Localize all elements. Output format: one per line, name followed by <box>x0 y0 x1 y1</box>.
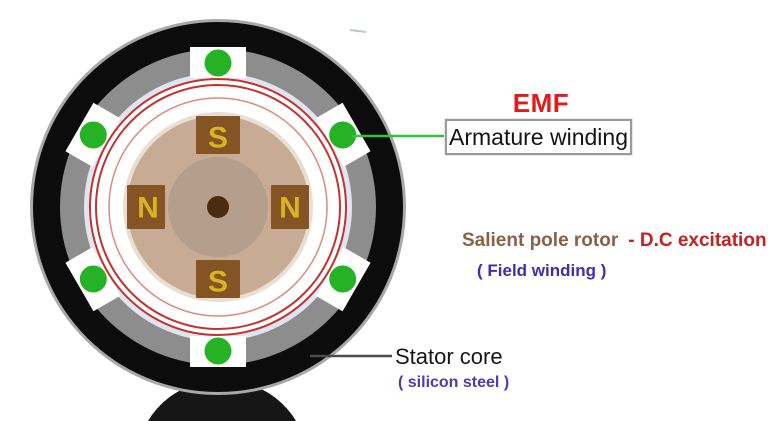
rotor-pole-bottom <box>196 260 240 298</box>
salient-pole-rotor-label: Salient pole rotor <box>462 230 619 251</box>
emf-label: EMF <box>512 88 570 118</box>
armature-winding-circle-inner <box>108 97 328 317</box>
armature-winding-circle-outer <box>89 78 347 336</box>
stray-mark <box>349 29 367 33</box>
pole-label-top: S <box>208 122 228 155</box>
rotor-pole-top <box>196 116 240 154</box>
dc-excitation-label: - D.C excitation <box>628 230 767 251</box>
armature-conductor <box>329 265 357 293</box>
rotor-shaft <box>207 196 229 218</box>
stator-core-label: Stator core <box>395 344 503 369</box>
armature-conductor <box>204 49 232 77</box>
pole-label-right: N <box>279 192 301 225</box>
armature-winding-circle-middle <box>95 84 341 330</box>
pole-label-left: N <box>137 192 159 225</box>
armature-conductor <box>204 337 232 365</box>
armature-conductor <box>79 121 107 149</box>
rotor-annotation-line: Salient pole rotor - D.C excitation <box>462 230 767 252</box>
silicon-steel-label: ( silicon steel ) <box>398 374 510 391</box>
rotor-pole-left <box>127 185 165 229</box>
field-winding-label: ( Field winding ) <box>477 261 607 280</box>
armature-conductor <box>79 265 107 293</box>
armature-conductor <box>329 121 357 149</box>
armature-winding-label-box: Armature winding <box>445 119 632 155</box>
armature-winding-label: Armature winding <box>449 123 628 150</box>
rotor-pole-right <box>271 185 309 229</box>
pole-label-bottom: S <box>208 266 228 299</box>
